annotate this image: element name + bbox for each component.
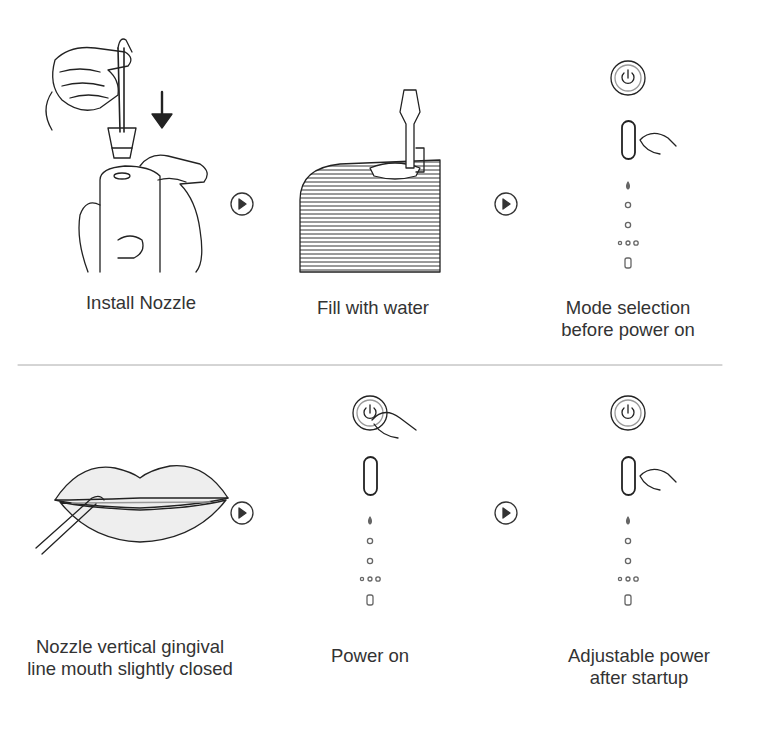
line-art	[618, 577, 621, 580]
step-caption: Mode selection before power on	[544, 297, 712, 341]
step-caption: Install Nozzle	[41, 292, 241, 314]
line-art	[46, 92, 52, 130]
line-art	[495, 502, 517, 524]
water-tank-figure	[298, 90, 443, 274]
line-art	[158, 178, 186, 182]
line-art	[123, 48, 125, 132]
line-art	[152, 114, 172, 128]
line-art	[626, 577, 630, 581]
line-art	[372, 412, 416, 438]
line-art	[634, 241, 638, 245]
control-panel	[611, 396, 676, 605]
line-art	[503, 508, 510, 518]
line-art	[60, 69, 100, 72]
line-art	[239, 199, 246, 209]
line-art	[640, 133, 676, 154]
line-art	[627, 517, 630, 524]
line-art	[300, 160, 440, 272]
line-art	[625, 202, 630, 207]
line-art	[622, 121, 635, 159]
line-art	[627, 70, 628, 78]
step-caption: Fill with water	[273, 297, 473, 319]
line-art	[611, 396, 645, 430]
line-art	[376, 577, 380, 581]
install-nozzle-figure	[46, 39, 207, 272]
line-art	[231, 502, 253, 524]
line-art	[615, 400, 641, 426]
line-art	[72, 502, 210, 503]
line-art	[625, 538, 630, 543]
line-art	[625, 258, 631, 268]
line-art	[368, 577, 372, 581]
line-art	[626, 241, 630, 245]
line-art	[55, 498, 228, 500]
mouth-figure	[36, 466, 228, 554]
line-art	[625, 595, 631, 605]
line-art	[611, 61, 645, 95]
line-art	[367, 558, 372, 563]
line-art	[625, 558, 630, 563]
line-art	[357, 400, 383, 426]
line-art	[503, 199, 510, 209]
line-art	[625, 222, 630, 227]
line-art	[100, 166, 160, 272]
line-art	[70, 95, 108, 98]
step-caption: Adjustable power after startup	[553, 645, 725, 689]
line-art	[108, 128, 136, 148]
step-caption: Nozzle vertical gingival line mouth slig…	[19, 636, 241, 680]
line-art	[627, 182, 630, 189]
control-panel	[611, 61, 676, 268]
control-panel	[353, 396, 416, 605]
line-art	[36, 496, 104, 554]
line-art	[114, 173, 130, 179]
line-art	[239, 508, 246, 518]
line-art	[416, 148, 424, 172]
line-art	[231, 193, 253, 215]
line-art	[112, 148, 132, 158]
line-art	[118, 236, 143, 258]
line-art	[640, 469, 676, 490]
line-art	[369, 517, 372, 524]
line-art	[140, 155, 207, 272]
divider	[18, 365, 722, 366]
line-art	[79, 203, 100, 272]
line-art	[622, 457, 635, 495]
line-art	[298, 158, 443, 274]
line-art	[367, 595, 373, 605]
line-art	[55, 466, 228, 508]
step-caption: Power on	[290, 645, 450, 667]
line-art	[360, 577, 363, 580]
line-art	[634, 577, 638, 581]
line-art	[118, 48, 120, 132]
line-art	[495, 193, 517, 215]
line-art	[60, 500, 226, 542]
line-art	[118, 39, 132, 52]
line-art	[369, 405, 370, 413]
line-art	[400, 90, 420, 168]
line-art	[627, 405, 628, 413]
line-art	[367, 538, 372, 543]
line-art	[364, 457, 377, 495]
line-art	[618, 241, 621, 244]
line-art	[62, 83, 104, 86]
line-art	[615, 65, 641, 91]
step-arrow	[231, 193, 517, 524]
